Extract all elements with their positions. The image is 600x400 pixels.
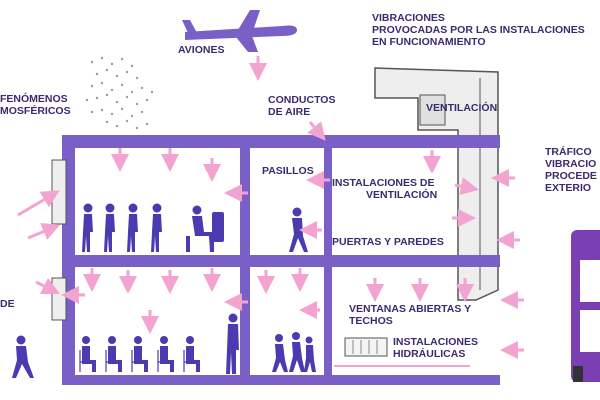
label-trafico-line1: TRÁFICO xyxy=(545,146,592,158)
person-standing xyxy=(104,203,115,252)
label-conductos-line2: DE AIRE xyxy=(268,106,311,118)
window-upper xyxy=(51,159,67,225)
label-instalaciones-ventilacion: INSTALACIONES DE VENTILACIÓN xyxy=(332,177,437,201)
label-pasillos: PASILLOS xyxy=(262,165,314,177)
label-hidraulicas-line2: HIDRÁULICAS xyxy=(393,348,466,360)
label-conductos: CONDUCTOS DE AIRE xyxy=(268,94,335,118)
person-seated xyxy=(82,336,96,372)
window-lower xyxy=(51,277,67,321)
label-trafico-line3: PROCEDE xyxy=(545,170,597,182)
classroom-chairs xyxy=(79,350,194,372)
label-fenomenos-line1: FENÓMENOS xyxy=(0,93,68,105)
label-ventilacion: VENTILACIÓN xyxy=(426,102,498,114)
person-seated xyxy=(108,336,122,372)
label-vibraciones-line2: PROVOCADAS POR LAS INSTALACIONES xyxy=(372,24,585,36)
rain-icon xyxy=(85,56,154,130)
airplane-icon xyxy=(182,10,297,52)
person-child xyxy=(272,334,288,372)
bus-icon xyxy=(571,230,600,382)
person-child xyxy=(304,336,316,372)
label-puertas: PUERTAS Y PAREDES xyxy=(332,236,444,248)
person-child xyxy=(289,332,305,372)
label-aviones: AVIONES xyxy=(178,44,225,56)
label-trafico-line4: EXTERIO xyxy=(545,182,592,194)
person-seated xyxy=(186,336,200,372)
label-ventanas-line2: TECHOS xyxy=(349,315,393,327)
person-outside xyxy=(12,335,34,378)
person-teacher xyxy=(226,313,239,374)
person-standing xyxy=(151,203,162,252)
label-hidraulicas-line1: INSTALACIONES xyxy=(393,336,478,348)
noise-arrows xyxy=(17,56,524,359)
label-vibraciones: VIBRACIONES PROVOCADAS POR LAS INSTALACI… xyxy=(372,12,585,48)
person-walking xyxy=(289,207,308,252)
people-lower-floor xyxy=(12,313,316,378)
label-instalaciones-ventilacion-line2: VENTILACIÓN xyxy=(366,189,438,201)
label-fenomenos: FENÓMENOS MOSFÉRICOS xyxy=(0,93,71,117)
label-vibraciones-line3: EN FUNCIONAMIENTO xyxy=(372,36,486,48)
person-standing xyxy=(127,203,138,252)
person-standing xyxy=(82,203,93,252)
person-seated xyxy=(160,336,174,372)
label-trafico: TRÁFICO VIBRACIO PROCEDE EXTERIO xyxy=(545,146,597,194)
building-structure xyxy=(62,135,500,385)
label-de: DE xyxy=(0,298,15,310)
label-ventanas-line1: VENTANAS ABIERTAS Y xyxy=(349,303,472,315)
label-fenomenos-line2: MOSFÉRICOS xyxy=(0,105,71,117)
label-ventanas: VENTANAS ABIERTAS Y TECHOS xyxy=(349,303,471,327)
people-upper-floor xyxy=(82,203,308,252)
label-conductos-line1: CONDUCTOS xyxy=(268,94,336,106)
label-instalaciones-ventilacion-line1: INSTALACIONES DE xyxy=(332,177,435,189)
label-trafico-line2: VIBRACIO xyxy=(545,158,597,170)
label-hidraulicas: INSTALACIONES HIDRÁULICAS xyxy=(393,336,478,360)
label-vibraciones-line1: VIBRACIONES xyxy=(372,12,445,24)
person-at-computer xyxy=(186,205,224,252)
hydraulic-installation-icon xyxy=(334,337,470,367)
person-seated xyxy=(134,336,148,372)
